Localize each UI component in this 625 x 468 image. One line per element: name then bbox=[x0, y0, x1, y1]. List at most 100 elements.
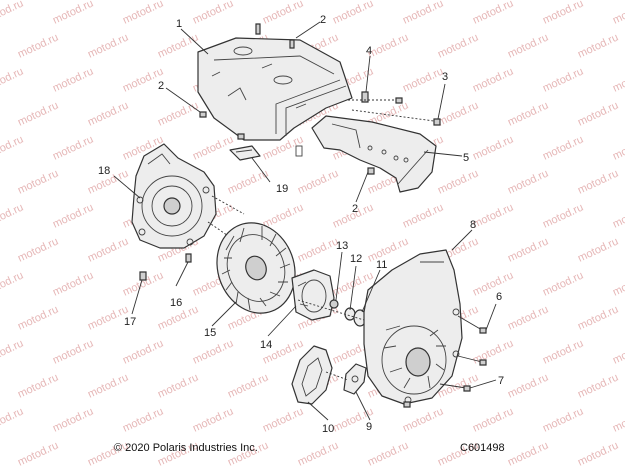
callout-2c: 2 bbox=[352, 203, 358, 215]
starter-handle bbox=[291, 345, 333, 405]
watermark-text: motod.ru bbox=[541, 0, 585, 27]
callout-11: 11 bbox=[376, 259, 387, 271]
callout-4: 4 bbox=[366, 45, 372, 57]
watermark-text: motod.ru bbox=[121, 405, 165, 434]
watermark-text: motod.ru bbox=[121, 0, 165, 27]
watermark-text: motod.ru bbox=[401, 65, 445, 94]
watermark-text: motod.ru bbox=[86, 99, 130, 128]
flywheel bbox=[216, 222, 296, 314]
callout-9: 9 bbox=[366, 421, 372, 433]
watermark-text: motod.ru bbox=[576, 167, 620, 196]
watermark-text: motod.ru bbox=[576, 371, 620, 400]
watermark-text: motod.ru bbox=[401, 405, 445, 434]
callout-3: 3 bbox=[442, 71, 448, 83]
watermark-text: motod.ru bbox=[51, 133, 95, 162]
callout-18: 18 bbox=[98, 165, 110, 177]
watermark-text: motod.ru bbox=[156, 31, 200, 60]
watermark-text: motod.ru bbox=[296, 167, 340, 196]
watermark-text: motod.ru bbox=[0, 133, 25, 162]
watermark-text: motod.ru bbox=[51, 337, 95, 366]
watermark-text: motod.ru bbox=[86, 235, 130, 264]
recoil-starter-housing bbox=[363, 249, 463, 405]
watermark-text: motod.ru bbox=[0, 65, 25, 94]
watermark-text: motod.ru bbox=[296, 439, 340, 468]
nut bbox=[329, 299, 339, 309]
callout-labels: 1 2 2 2 3 4 5 6 7 8 9 10 11 12 13 14 15 … bbox=[98, 14, 504, 435]
cover-bolts bbox=[199, 23, 441, 175]
watermark-text: motod.ru bbox=[16, 371, 60, 400]
watermark-text: motod.ru bbox=[576, 439, 620, 468]
air-shroud bbox=[311, 115, 437, 193]
rope-guide bbox=[343, 363, 367, 395]
watermark-text: motod.ru bbox=[576, 31, 620, 60]
watermark-text: motod.ru bbox=[611, 269, 625, 298]
watermark-text: motod.ru bbox=[436, 31, 480, 60]
fan-housing bbox=[131, 143, 217, 249]
watermark-text: motod.ru bbox=[506, 371, 550, 400]
watermark-text: motod.ru bbox=[16, 167, 60, 196]
callout-1: 1 bbox=[176, 18, 182, 30]
callout-16: 16 bbox=[170, 297, 182, 309]
watermark-text: motod.ru bbox=[611, 133, 625, 162]
watermark-text: motod.ru bbox=[191, 405, 235, 434]
watermark-text: motod.ru bbox=[541, 405, 585, 434]
callout-7: 7 bbox=[498, 375, 504, 387]
watermark-text: motod.ru bbox=[611, 0, 625, 27]
watermark-text: motod.ru bbox=[471, 65, 515, 94]
watermark-text: motod.ru bbox=[226, 371, 270, 400]
housing-bolts bbox=[403, 315, 487, 408]
watermark-text: motod.ru bbox=[611, 337, 625, 366]
watermark-text: motod.ru bbox=[0, 337, 25, 366]
watermark-text: motod.ru bbox=[366, 439, 410, 468]
watermark-text: motod.ru bbox=[576, 99, 620, 128]
watermark-text: motod.ru bbox=[471, 405, 515, 434]
watermark-text: motod.ru bbox=[576, 303, 620, 332]
watermark-text: motod.ru bbox=[261, 0, 305, 27]
watermark-text: motod.ru bbox=[471, 133, 515, 162]
watermark-text: motod.ru bbox=[16, 31, 60, 60]
callout-12: 12 bbox=[350, 253, 362, 265]
watermark-text: motod.ru bbox=[401, 0, 445, 27]
watermark-text: motod.ru bbox=[541, 337, 585, 366]
leader-lines bbox=[113, 21, 473, 421]
watermark-text: motod.ru bbox=[471, 201, 515, 230]
watermark-text: motod.ru bbox=[226, 167, 270, 196]
watermark-text: motod.ru bbox=[506, 167, 550, 196]
leader-6 bbox=[485, 303, 497, 331]
figure-code: C601498 bbox=[460, 442, 505, 454]
watermark-text: motod.ru bbox=[0, 201, 25, 230]
callout-14: 14 bbox=[260, 339, 272, 351]
watermark-text: motod.ru bbox=[506, 235, 550, 264]
watermark-text: motod.ru bbox=[436, 167, 480, 196]
callout-5: 5 bbox=[463, 152, 469, 164]
watermark-text: motod.ru bbox=[541, 133, 585, 162]
watermark-text: motod.ru bbox=[156, 371, 200, 400]
watermark-text: motod.ru bbox=[576, 235, 620, 264]
leader-7 bbox=[469, 379, 497, 389]
watermark-text: motod.ru bbox=[471, 337, 515, 366]
watermark-text: motod.ru bbox=[506, 439, 550, 468]
flywheel-bolt bbox=[185, 253, 192, 263]
callout-10: 10 bbox=[322, 423, 334, 435]
watermark-text: motod.ru bbox=[541, 201, 585, 230]
starter-cup bbox=[291, 269, 335, 321]
watermark-text: motod.ru bbox=[191, 0, 235, 27]
watermark-text: motod.ru bbox=[121, 337, 165, 366]
watermark-text: motod.ru bbox=[0, 0, 25, 27]
watermark-text: motod.ru bbox=[506, 31, 550, 60]
watermark-text: motod.ru bbox=[471, 0, 515, 27]
watermark-text: motod.ru bbox=[0, 269, 25, 298]
callout-13: 13 bbox=[336, 240, 348, 252]
watermark-text: motod.ru bbox=[366, 235, 410, 264]
watermark-text: motod.ru bbox=[191, 133, 235, 162]
watermark-text: motod.ru bbox=[51, 0, 95, 27]
watermark-text: motod.ru bbox=[16, 303, 60, 332]
watermark-text: motod.ru bbox=[51, 405, 95, 434]
callout-6: 6 bbox=[496, 291, 502, 303]
watermark-text: motod.ru bbox=[436, 99, 480, 128]
watermark-text: motod.ru bbox=[471, 269, 515, 298]
copyright-notice: © 2020 Polaris Industries Inc. bbox=[114, 442, 258, 454]
callout-15: 15 bbox=[204, 327, 216, 339]
